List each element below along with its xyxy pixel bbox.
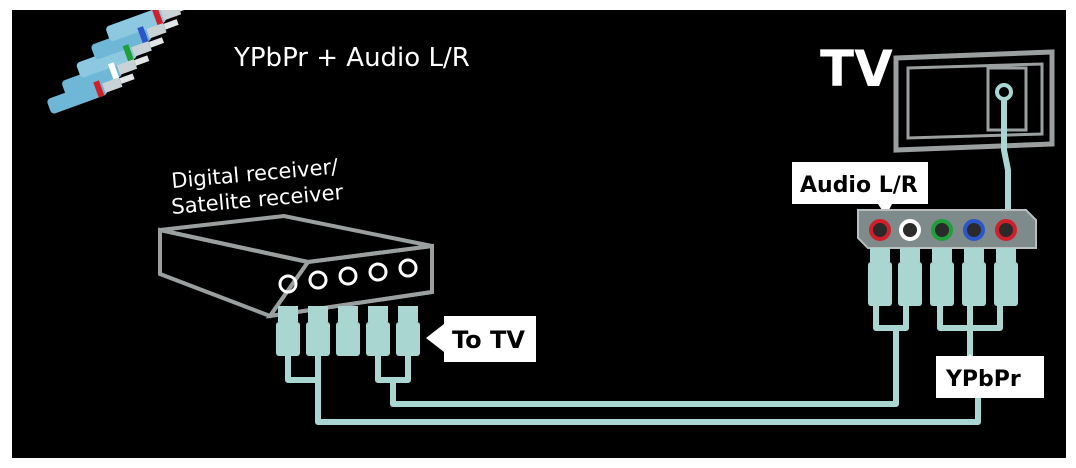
ypbpr-label: YPbPr [945,367,1021,392]
tv-plugs [868,248,1018,306]
audio-lr-callout: Audio L/R [792,162,928,216]
tv-label: TV [820,40,893,98]
cables [285,97,1011,425]
to-tv-label: To TV [452,326,525,354]
to-tv-callout: To TV [426,316,536,362]
audio-lr-label: Audio L/R [800,173,918,198]
ypbpr-callout: YPbPr [936,354,1044,398]
receiver-plugs [276,306,420,356]
tv-icon [893,49,1055,153]
diagram-frame: YPbPr + Audio L/R TV Digital receiver/ S… [12,10,1066,458]
rca-plugs-icon [47,10,194,114]
receiver-box-icon [158,213,434,319]
header-title: YPbPr + Audio L/R [233,43,470,73]
connector-panel-icon [857,209,1037,249]
connection-diagram: YPbPr + Audio L/R TV Digital receiver/ S… [47,10,1055,425]
